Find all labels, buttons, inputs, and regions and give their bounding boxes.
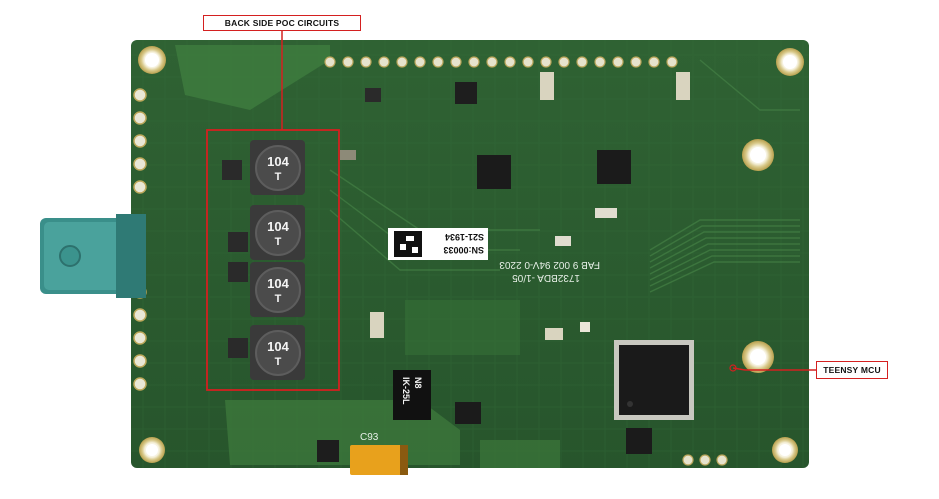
mcu-callout-label: TEENSY MCU <box>816 361 888 379</box>
serial-number: S21-1934 <box>445 232 484 242</box>
serial-sticker <box>388 228 488 260</box>
ic-line1: N8 <box>413 377 423 389</box>
mounting-holes <box>138 46 804 463</box>
poc-callout-label: BACK SIDE POC CIRCUITS <box>203 15 361 31</box>
copper-pour <box>175 45 330 110</box>
inductor-1-marking-sub: T <box>275 171 282 183</box>
tantalum-capacitor <box>350 445 408 475</box>
poc-highlight-box <box>206 129 340 391</box>
inductor-2-marking-sub: T <box>275 236 282 248</box>
header-pins-bottom <box>682 454 728 466</box>
inductor-2-marking: 104 <box>267 219 289 234</box>
board-code: 1732BDA -1/05 <box>512 272 580 283</box>
header-pins-top <box>324 56 678 68</box>
mcu-leader-line <box>732 367 816 371</box>
inductor-4-marking-sub: T <box>275 356 282 368</box>
teensy-mcu <box>614 340 694 420</box>
signal-traces <box>329 59 800 293</box>
poc-inductors <box>250 140 305 380</box>
n8-component <box>393 370 431 420</box>
ic-line2: IK-25L <box>401 377 411 405</box>
serial-label: SN:00033 <box>443 245 484 255</box>
inductor-4-marking: 104 <box>267 339 289 354</box>
integrated-circuits <box>317 82 652 462</box>
inductor-3-marking: 104 <box>267 276 289 291</box>
fakra-connector <box>40 214 146 298</box>
edge-pads-left <box>133 88 147 391</box>
fab-line: FAB 9 002 94V-0 2203 <box>499 259 600 270</box>
capacitor-label: C93 <box>360 432 379 443</box>
inductor-1-marking: 104 <box>267 154 289 169</box>
smd-components <box>222 72 690 358</box>
inductor-3-marking-sub: T <box>275 293 282 305</box>
